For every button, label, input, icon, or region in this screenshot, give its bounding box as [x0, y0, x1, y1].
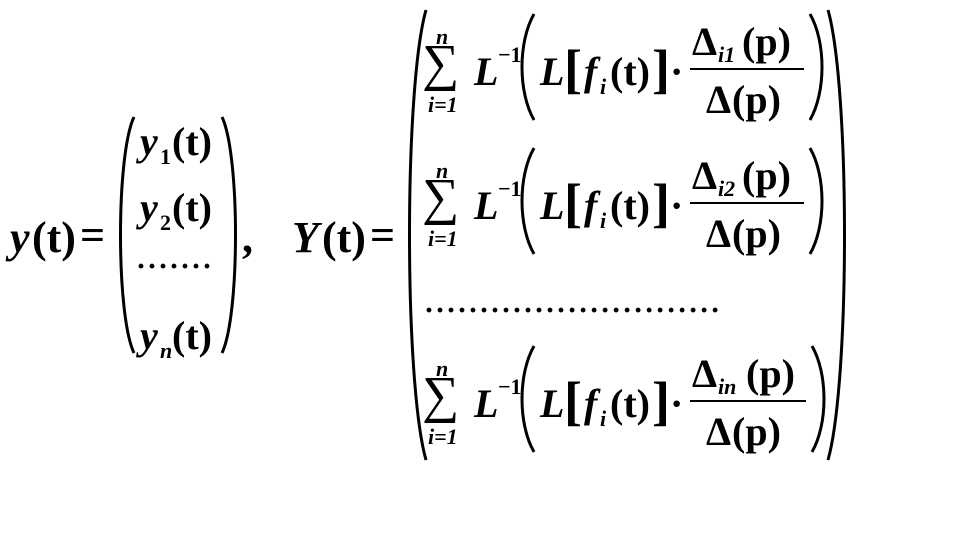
equals-sign-2: = — [370, 211, 396, 260]
left-bracket-1: [ — [564, 39, 582, 99]
f-sub-2: i — [600, 208, 607, 233]
f-arg-n: (t) — [610, 381, 650, 426]
mul-dot-2: · — [670, 183, 684, 228]
big-left-paren-n — [520, 345, 536, 453]
sum-symbol-n: ∑ — [422, 367, 460, 424]
big-right-paren-2 — [808, 147, 824, 255]
fraction-bar-n — [690, 400, 806, 402]
num-sub-2: i2 — [718, 176, 736, 201]
sum-symbol-2: ∑ — [422, 169, 460, 226]
num-arg-n: (p) — [746, 351, 795, 396]
inverse-sup-n: −1 — [498, 374, 522, 399]
lhs-y-arg: (t) — [32, 213, 76, 262]
sum-upper-n: n — [436, 356, 449, 381]
inverse-L-1: L — [474, 49, 499, 94]
f-var-1: f — [584, 49, 598, 94]
laplace-L-n: L — [540, 381, 565, 426]
num-delta-n: Δ — [692, 351, 718, 396]
den-delta-2: Δ — [706, 211, 732, 256]
f-var-n: f — [584, 381, 598, 426]
right-bracket-2: ] — [652, 173, 670, 233]
fraction-bar-2 — [690, 202, 804, 204]
left-bracket-n: [ — [564, 371, 582, 431]
inverse-sup-1: −1 — [498, 42, 522, 67]
num-sub-n: in — [718, 374, 737, 399]
lhs-Y-var: Y — [292, 213, 319, 262]
mul-dot-1: · — [670, 49, 684, 94]
inverse-L-n: L — [474, 381, 499, 426]
f-sub-n: i — [600, 406, 607, 431]
big-left-paren-2 — [520, 147, 536, 255]
num-delta-1: Δ — [692, 19, 718, 64]
ellipsis-row: ··························· — [424, 294, 722, 327]
right-paren-vector-Y — [826, 9, 846, 461]
den-delta-1: Δ — [706, 77, 732, 122]
f-sub-1: i — [600, 74, 607, 99]
sum-upper-1: n — [436, 24, 449, 49]
num-sub-1: i1 — [718, 42, 736, 67]
lhs-Y-arg: (t) — [322, 213, 366, 262]
sum-lower-n: i=1 — [428, 424, 458, 449]
inverse-sup-2: −1 — [498, 176, 522, 201]
right-paren-vector-y — [220, 116, 237, 354]
vector-y2-arg: (t) — [172, 185, 212, 230]
vector-y1-var: y — [140, 119, 158, 164]
den-arg-2: (p) — [732, 211, 781, 256]
vector-y2-sub: 2 — [160, 210, 171, 235]
left-paren-vector-Y — [408, 9, 428, 461]
left-bracket-2: [ — [564, 173, 582, 233]
num-arg-2: (p) — [742, 153, 791, 198]
right-bracket-1: ] — [652, 39, 670, 99]
num-arg-1: (p) — [742, 19, 791, 64]
f-arg-1: (t) — [610, 49, 650, 94]
den-arg-1: (p) — [732, 77, 781, 122]
sum-lower-1: i=1 — [428, 92, 458, 117]
big-right-paren-n — [810, 345, 826, 453]
big-left-paren-1 — [520, 13, 536, 121]
lhs-y-var: y — [10, 213, 30, 262]
vector-yn-var: y — [140, 313, 158, 358]
vector-y2-var: y — [140, 185, 158, 230]
sum-lower-2: i=1 — [428, 226, 458, 251]
mul-dot-n: · — [670, 381, 684, 426]
vector-yn-sub: n — [160, 338, 173, 363]
num-delta-2: Δ — [692, 153, 718, 198]
den-delta-n: Δ — [706, 409, 732, 454]
laplace-L-2: L — [540, 183, 565, 228]
inverse-L-2: L — [474, 183, 499, 228]
laplace-L-1: L — [540, 49, 565, 94]
comma-separator: , — [242, 213, 253, 262]
vector-yn-arg: (t) — [172, 313, 212, 358]
fraction-bar-1 — [690, 68, 804, 70]
left-paren-vector-y — [119, 116, 136, 354]
f-var-2: f — [584, 183, 598, 228]
right-bracket-n: ] — [652, 371, 670, 431]
sum-symbol-1: ∑ — [422, 35, 460, 92]
vector-y1-sub: 1 — [160, 144, 171, 169]
vector-y1-arg: (t) — [172, 119, 212, 164]
sum-upper-2: n — [436, 158, 449, 183]
den-arg-n: (p) — [732, 409, 781, 454]
f-arg-2: (t) — [610, 183, 650, 228]
big-right-paren-1 — [808, 13, 824, 121]
vector-ellipsis-row: ······· — [136, 250, 214, 283]
equals-sign-1: = — [80, 211, 106, 260]
